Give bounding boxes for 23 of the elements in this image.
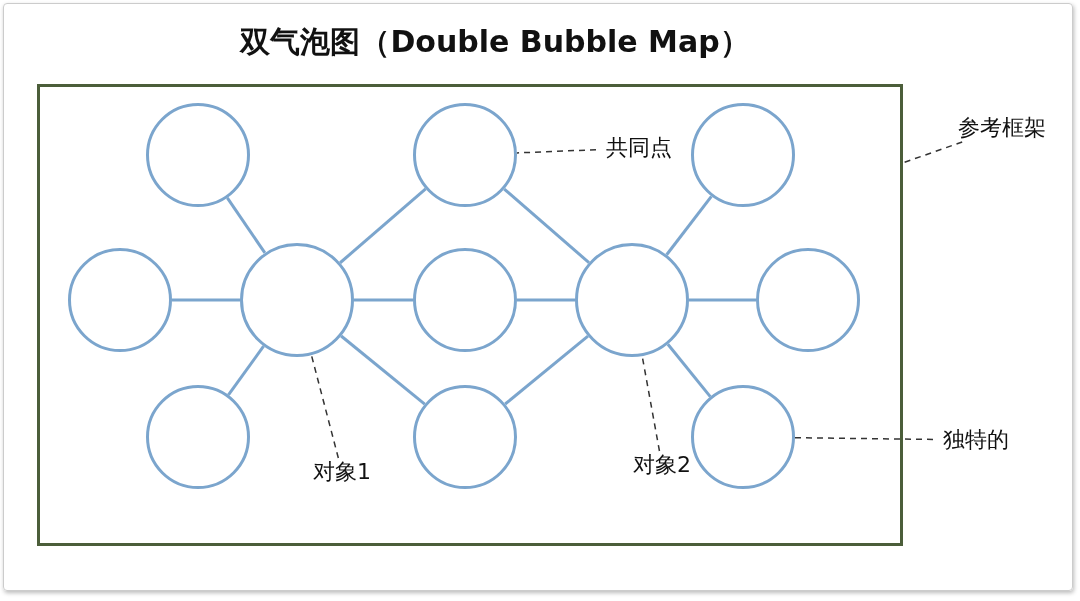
- connector-line: [340, 334, 426, 406]
- connector-line: [354, 298, 413, 302]
- connector-line: [517, 298, 575, 302]
- leader-line: [310, 354, 340, 459]
- connector-line: [226, 197, 267, 254]
- connector-line: [689, 298, 756, 302]
- leader-line: [794, 436, 934, 441]
- node-label: 参考框架: [946, 114, 1058, 142]
- connector-line: [504, 335, 589, 406]
- connector-line: [666, 343, 712, 398]
- connector-line: [503, 187, 590, 264]
- connector-line: [665, 195, 713, 256]
- title: 双气泡图（Double Bubble Map）: [238, 23, 751, 61]
- node-label: 对象1: [305, 458, 379, 486]
- connector-line: [339, 187, 427, 264]
- leader-line: [516, 149, 597, 154]
- connector-line: [227, 345, 265, 396]
- reference-frame: [37, 84, 903, 546]
- leader-line: [902, 141, 963, 164]
- connector-line: [172, 298, 240, 302]
- node-label: 对象2: [625, 451, 699, 479]
- node-label: 独特的: [933, 426, 1019, 454]
- node-label: 共同点: [596, 134, 682, 162]
